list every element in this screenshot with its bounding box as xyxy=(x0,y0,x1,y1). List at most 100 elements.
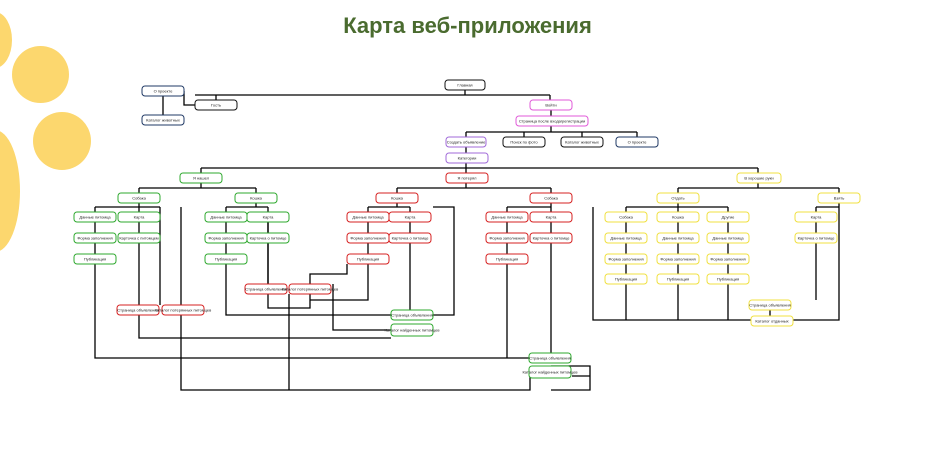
node-label: Форма заполнения xyxy=(608,256,643,261)
node-box xyxy=(656,232,700,244)
node-box xyxy=(529,232,573,244)
node-box xyxy=(656,253,700,265)
node-box xyxy=(161,304,205,316)
node-about: О проекте xyxy=(141,85,185,97)
node-box xyxy=(706,253,750,265)
node-box xyxy=(706,211,750,223)
node-box xyxy=(445,172,489,184)
decor-blob-1 xyxy=(0,12,12,68)
node-box xyxy=(604,273,648,285)
node-box xyxy=(529,192,573,204)
node-g-cat-pub: Публикация xyxy=(656,273,700,285)
node-label: Страница объявления xyxy=(749,302,791,307)
node-box xyxy=(748,299,792,311)
node-box xyxy=(817,192,861,204)
connector-line-11 xyxy=(367,222,411,310)
node-found: Я нашел xyxy=(179,172,223,184)
node-label: Данные питомца xyxy=(352,214,384,219)
node-categories: Категории xyxy=(445,152,489,164)
node-box xyxy=(528,365,572,379)
node-f-dog-data: Данные питомца xyxy=(73,211,117,223)
node-label: Отдать xyxy=(671,195,684,200)
node-label: О проекте xyxy=(154,88,174,93)
node-box xyxy=(375,192,419,204)
node-label: Публикация xyxy=(357,256,379,261)
node-label: Форма заполнения xyxy=(77,235,112,240)
node-box xyxy=(390,309,434,321)
node-box xyxy=(445,136,487,148)
node-label: Форма заполнения xyxy=(350,235,385,240)
node-label: Страница объявления xyxy=(117,307,159,312)
node-label: Карточка о питомце xyxy=(250,235,288,240)
node-label: Публикация xyxy=(717,276,739,281)
node-box xyxy=(604,253,648,265)
node-box xyxy=(390,323,434,337)
node-f-catalog-lost2: Каталог потерянных питомцев xyxy=(282,283,338,295)
node-box xyxy=(388,211,432,223)
node-label: Публикация xyxy=(496,256,518,261)
node-main: Главная xyxy=(444,79,486,91)
node-lost: Я потерял xyxy=(445,172,489,184)
node-l-dog: Собака xyxy=(529,192,573,204)
node-l-cat-pub: Публикация xyxy=(346,253,390,265)
node-label: Форма заполнения xyxy=(660,256,695,261)
node-label: Каталог потерянных питомцев xyxy=(155,307,211,312)
node-l-dog-data: Данные питомца xyxy=(485,211,529,223)
node-label: Карта xyxy=(546,214,557,219)
node-g-map: Карта xyxy=(794,211,838,223)
connector-line-14 xyxy=(677,183,840,193)
node-box xyxy=(529,211,573,223)
connector-line-9 xyxy=(396,183,552,193)
decor-blob-4 xyxy=(0,130,20,252)
decor-blob-3 xyxy=(33,112,91,170)
connector-line-8 xyxy=(225,222,311,309)
node-label: Я нашел xyxy=(193,175,210,180)
node-box xyxy=(117,232,161,244)
node-box xyxy=(604,211,648,223)
node-box xyxy=(656,273,700,285)
node-box xyxy=(246,211,290,223)
node-label: Карточка о питомце xyxy=(392,235,430,240)
node-label: Форма заполнения xyxy=(208,235,243,240)
node-g-dog-form: Форма заполнения xyxy=(604,253,648,265)
connector-lines xyxy=(94,90,840,391)
node-l-catalog-found: Каталог найденных питомцев xyxy=(384,323,440,337)
node-label: Данные питомца xyxy=(662,235,694,240)
connector-line-21 xyxy=(309,264,591,391)
connector-line-20 xyxy=(225,206,455,390)
node-g-other2: Другие xyxy=(706,211,750,223)
node-label: Страница объявления xyxy=(529,355,571,360)
connector-line-2 xyxy=(465,110,638,137)
node-label: Каталог отданных xyxy=(755,318,788,323)
node-box xyxy=(179,172,223,184)
node-label: Войти xyxy=(545,102,556,107)
node-g-dog-data: Данные питомца xyxy=(604,232,648,244)
node-g-other: Отдать xyxy=(656,192,700,204)
node-b-ads: Страница объявления xyxy=(528,352,572,364)
node-label: Данные питомца xyxy=(610,235,642,240)
node-label: Каталог животных xyxy=(146,117,180,122)
node-box xyxy=(528,352,572,364)
node-label: Карточка с питомцем xyxy=(119,235,159,240)
node-box xyxy=(141,114,185,126)
node-label: Страница объявления xyxy=(245,286,287,291)
node-g-ads: Страница объявления xyxy=(748,299,792,311)
node-box xyxy=(615,136,659,148)
node-box xyxy=(246,232,290,244)
node-f-ads2: Страница объявления xyxy=(244,283,288,295)
node-label: Данные питомца xyxy=(210,214,242,219)
node-box xyxy=(388,232,432,244)
node-box xyxy=(515,115,589,127)
node-label: Карта xyxy=(263,214,274,219)
node-box xyxy=(529,99,573,111)
node-label: Карта xyxy=(405,214,416,219)
connector-line-6 xyxy=(94,222,140,305)
node-box xyxy=(346,253,390,265)
node-box xyxy=(485,211,529,223)
node-box xyxy=(445,152,489,164)
connector-line-15 xyxy=(625,203,729,212)
node-catalog-animals-g: Каталог животных xyxy=(141,114,185,126)
node-label: Карточка о питомце xyxy=(533,235,571,240)
node-b-catalog-found: Каталог найденных питомцев xyxy=(522,365,578,379)
node-label: Кошка xyxy=(391,195,404,200)
